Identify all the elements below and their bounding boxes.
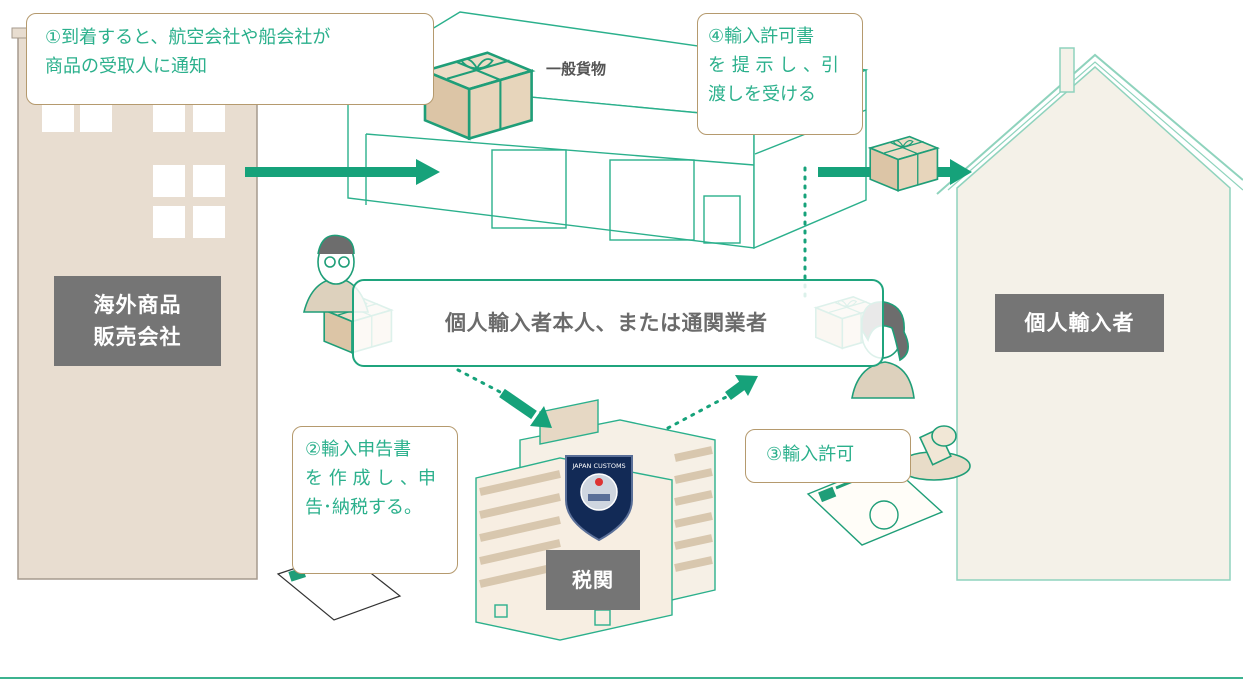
cardboard-box-icon <box>423 51 533 140</box>
cargo-label: 一般貨物 <box>546 60 607 78</box>
step2-line3: 告･納税する。 <box>305 497 422 518</box>
importer-or-broker-label: 個人輸入者本人、または通関業者 <box>445 311 768 335</box>
importer-or-broker-box <box>352 279 884 367</box>
step2-line2: を 作 成 し 、申 <box>305 468 436 489</box>
customs-text: 税関 <box>572 568 614 592</box>
step4-line1: ④輸入許可書 <box>708 26 815 47</box>
step4-line3: 渡しを受ける <box>708 84 816 105</box>
overseas-company-line1: 海外商品 <box>93 293 182 317</box>
individual-importer-label: 個人輸入者 <box>995 294 1164 352</box>
callout-step4: ④輸入許可書 を 提 示 し 、引 渡しを受ける <box>697 13 863 135</box>
bottom-divider <box>0 677 1243 679</box>
cardboard-box-icon <box>869 135 939 192</box>
callout-step2: ②輸入申告書 を 作 成 し 、申 告･納税する。 <box>292 426 458 574</box>
overseas-company-line2: 販売会社 <box>93 325 182 349</box>
callout-step3: ③輸入許可 <box>745 429 911 483</box>
emblem-text: JAPAN CUSTOMS <box>571 462 625 470</box>
step1-line2: 商品の受取人に通知 <box>45 56 207 77</box>
step1-line1: ①到着すると、航空会社や船会社が <box>45 27 331 48</box>
man-with-glasses-icon <box>302 234 370 313</box>
individual-importer-text: 個人輸入者 <box>1024 311 1135 335</box>
customs-label: 税関 <box>546 550 640 610</box>
overseas-company-label: 海外商品 販売会社 <box>54 276 221 366</box>
customs-emblem-icon: JAPAN CUSTOMS <box>565 455 633 542</box>
step3-line1: ③輸入許可 <box>766 444 855 465</box>
callout-step1: ①到着すると、航空会社や船会社が 商品の受取人に通知 <box>26 13 434 105</box>
step2-line1: ②輸入申告書 <box>305 439 412 460</box>
step4-line2: を 提 示 し 、引 <box>708 55 839 76</box>
